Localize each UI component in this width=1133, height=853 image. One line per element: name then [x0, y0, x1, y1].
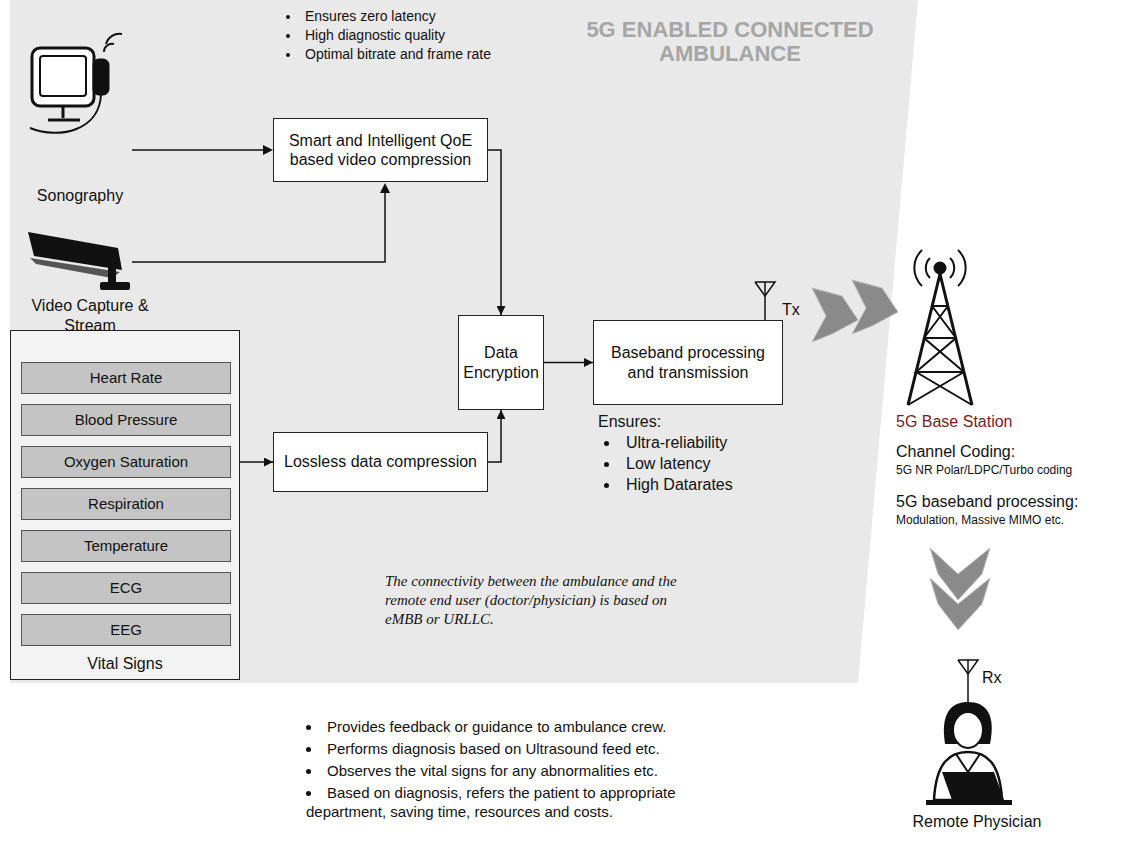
- text-label: Tx: [782, 300, 812, 320]
- text-label: Rx: [982, 668, 1012, 688]
- text-label: Sonography: [20, 186, 140, 206]
- vital-sign-box: Heart Rate: [21, 362, 231, 394]
- node-text: Smart and Intelligent QoE based video co…: [280, 131, 481, 169]
- process-box: Smart and Intelligent QoE based video co…: [273, 118, 488, 182]
- text-label: 5G baseband processing:: [896, 492, 1116, 512]
- bullet-note: High diagnostic quality: [286, 27, 546, 45]
- node-text: Heart Rate: [90, 369, 163, 387]
- base-station-icon: [908, 250, 972, 405]
- node-text: Lossless data compression: [284, 452, 477, 471]
- text-label: 5G NR Polar/LDPC/Turbo coding: [896, 463, 1126, 478]
- vital-sign-box: Blood Pressure: [21, 404, 231, 436]
- bullet-note: Optimal bitrate and frame rate: [286, 46, 566, 64]
- bullet-note: Ensures zero latency: [286, 8, 546, 26]
- bullet-note: Provides feedback or guidance to ambulan…: [306, 718, 766, 737]
- bullet-note: Observes the vital signs for any abnorma…: [306, 762, 766, 781]
- arrow-connector: [488, 150, 501, 315]
- vital-sign-box: ECG: [21, 572, 231, 604]
- node-text: ECG: [110, 579, 143, 597]
- arrow-connector: [544, 362, 593, 364]
- text-label: Ensures:: [598, 412, 718, 432]
- process-box: Baseband processing and transmission: [593, 320, 783, 405]
- node-text: Respiration: [88, 495, 164, 513]
- bullet-note: Based on diagnosis, refers the patient t…: [306, 784, 726, 822]
- arrow-connector: [488, 410, 501, 462]
- camera-icon: [28, 232, 130, 290]
- vital-sign-box: EEG: [21, 614, 231, 646]
- bullet-note: Low latency: [604, 454, 804, 474]
- node-text: Baseband processing and transmission: [600, 343, 776, 381]
- process-box: Lossless data compression: [273, 432, 488, 492]
- tx-antenna: [755, 282, 775, 320]
- group-box: Vital Signs Heart RateBlood PressureOxyge…: [10, 330, 240, 680]
- process-box: Data Encryption: [458, 315, 544, 410]
- bullet-note: High Datarates: [604, 475, 804, 495]
- node-text: Vital Signs: [11, 654, 239, 673]
- text-label: Remote Physician: [902, 812, 1052, 832]
- bullet-note: Performs diagnosis based on Ultrasound f…: [306, 740, 766, 759]
- node-text: Data Encryption: [463, 343, 539, 381]
- node-text: Oxygen Saturation: [64, 453, 188, 471]
- bullet-note: Ultra-reliability: [604, 433, 804, 453]
- rx-chevrons: [930, 548, 990, 630]
- text-label: Channel Coding:: [896, 442, 1096, 462]
- vital-sign-box: Temperature: [21, 530, 231, 562]
- node-text: Temperature: [84, 537, 168, 555]
- text-label: Video Capture & Stream: [10, 296, 170, 336]
- ambulance-region: [10, 0, 918, 683]
- italic-note: The connectivity between the ambulance a…: [385, 572, 685, 628]
- text-label: Modulation, Massive MIMO etc.: [896, 513, 1126, 528]
- physician-icon: [926, 702, 1012, 805]
- node-text: EEG: [110, 621, 142, 639]
- vital-sign-box: Respiration: [21, 488, 231, 520]
- vital-sign-box: Oxygen Saturation: [21, 446, 231, 478]
- sonography-icon: [30, 34, 122, 133]
- tx-chevrons: [812, 280, 898, 342]
- text-label: 5G Base Station: [896, 412, 1056, 432]
- node-text: Blood Pressure: [75, 411, 178, 429]
- diagram-title: 5G ENABLED CONNECTED AMBULANCE: [560, 18, 900, 66]
